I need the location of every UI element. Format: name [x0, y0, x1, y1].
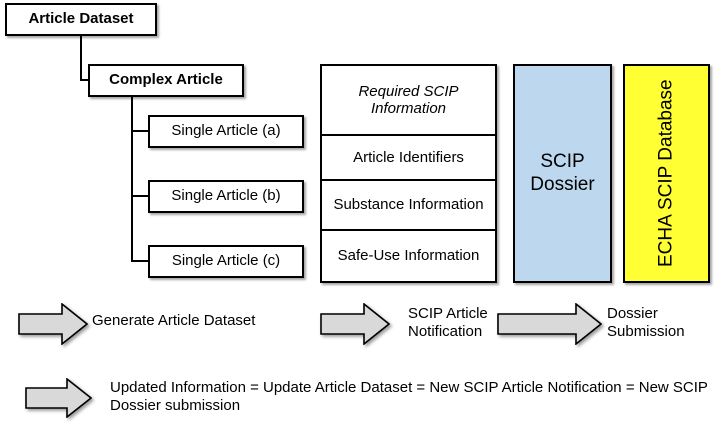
scip-table-row-safe-use-information: Safe-Use Information — [322, 231, 495, 281]
arrow-updated-information-icon — [25, 378, 92, 418]
node-single-article-b: Single Article (b) — [148, 180, 304, 213]
scip-table-row-article-identifiers-label: Article Identifiers — [353, 148, 464, 166]
scip-table-row-substance-information-label: Substance Information — [333, 196, 484, 214]
node-scip-dossier-label: SCIP Dossier — [530, 151, 595, 195]
node-article-dataset-label: Article Dataset — [28, 10, 134, 28]
scip-table-row-article-identifiers: Article Identifiers — [322, 136, 495, 181]
arrow-generate-article-dataset-icon — [18, 303, 88, 345]
scip-information-table: Required SCIP Information Article Identi… — [320, 64, 497, 283]
connector-branch-single-c — [131, 260, 150, 262]
scip-table-row-substance-information: Substance Information — [322, 181, 495, 231]
node-single-article-c-label: Single Article (c) — [171, 252, 281, 270]
scip-table-header: Required SCIP Information — [322, 66, 495, 136]
scip-table-row-safe-use-information-label: Safe-Use Information — [337, 247, 480, 265]
node-complex-article-label: Complex Article — [109, 71, 223, 89]
caption-dossier-submission: Dossier Submission — [607, 305, 685, 341]
node-article-dataset: Article Dataset — [5, 3, 157, 36]
node-single-article-a-label: Single Article (a) — [171, 122, 281, 140]
connector-dataset-to-complex-horizontal — [80, 79, 90, 81]
connector-complex-spine — [131, 97, 133, 262]
node-single-article-a: Single Article (a) — [148, 115, 304, 148]
arrow-dossier-submission-icon — [497, 303, 602, 345]
node-scip-dossier: SCIP Dossier — [513, 64, 612, 283]
node-single-article-c: Single Article (c) — [148, 245, 304, 278]
caption-generate-article-dataset: Generate Article Dataset — [92, 312, 256, 329]
caption-updated-information-note: Updated Information = Update Article Dat… — [110, 379, 708, 415]
scip-table-header-label: Required SCIP Information — [358, 82, 459, 117]
node-echa-scip-database: ECHA SCIP Database — [623, 64, 710, 283]
connector-branch-single-b — [131, 195, 150, 197]
node-single-article-b-label: Single Article (b) — [171, 187, 281, 205]
connector-dataset-to-complex-vertical — [80, 36, 82, 81]
node-complex-article: Complex Article — [88, 64, 244, 97]
connector-branch-single-a — [131, 130, 150, 132]
caption-scip-article-notification: SCIP Article Notification — [408, 305, 488, 341]
arrow-scip-article-notification-icon — [320, 303, 390, 345]
node-echa-scip-database-label: ECHA SCIP Database — [655, 79, 677, 268]
